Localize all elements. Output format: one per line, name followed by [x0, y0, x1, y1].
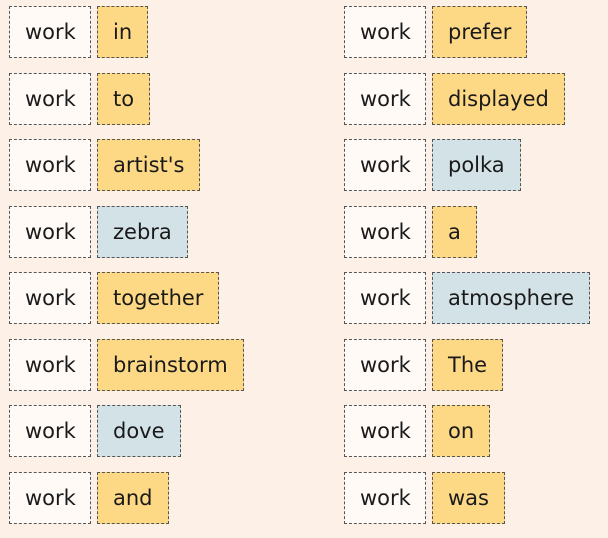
- word-tile[interactable]: atmosphere: [432, 272, 590, 324]
- word-tile[interactable]: to: [97, 72, 151, 125]
- base-word-tile[interactable]: work: [344, 6, 426, 58]
- word-tile[interactable]: brainstorm: [97, 338, 244, 391]
- word-tile[interactable]: and: [97, 471, 169, 524]
- word-tile[interactable]: a: [432, 205, 477, 258]
- word-tile[interactable]: in: [97, 6, 149, 58]
- base-word-tile[interactable]: work: [344, 72, 426, 125]
- word-tile[interactable]: The: [432, 338, 504, 391]
- base-word-tile[interactable]: work: [344, 338, 426, 391]
- base-word-tile[interactable]: work: [344, 405, 426, 457]
- base-word-tile[interactable]: work: [9, 471, 91, 524]
- word-tile[interactable]: on: [432, 405, 491, 457]
- word-tile[interactable]: polka: [432, 139, 521, 191]
- base-word-tile[interactable]: work: [9, 139, 91, 191]
- base-word-tile[interactable]: work: [344, 471, 426, 524]
- word-tile[interactable]: was: [432, 471, 505, 524]
- word-tile[interactable]: artist's: [97, 139, 201, 191]
- word-tile[interactable]: dove: [97, 405, 181, 457]
- word-tile[interactable]: together: [97, 272, 220, 324]
- word-tile[interactable]: prefer: [432, 6, 528, 58]
- base-word-tile[interactable]: work: [9, 72, 91, 125]
- word-tile[interactable]: zebra: [97, 205, 188, 258]
- base-word-tile[interactable]: work: [344, 272, 426, 324]
- word-tile[interactable]: displayed: [432, 72, 565, 125]
- base-word-tile[interactable]: work: [9, 405, 91, 457]
- base-word-tile[interactable]: work: [344, 139, 426, 191]
- base-word-tile[interactable]: work: [344, 205, 426, 258]
- base-word-tile[interactable]: work: [9, 205, 91, 258]
- base-word-tile[interactable]: work: [9, 272, 91, 324]
- base-word-tile[interactable]: work: [9, 6, 91, 58]
- base-word-tile[interactable]: work: [9, 338, 91, 391]
